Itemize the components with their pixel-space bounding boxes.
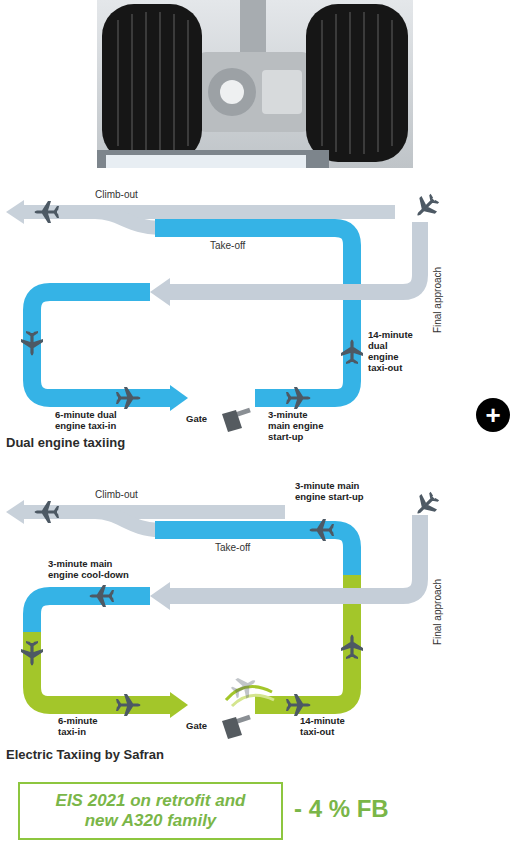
electric-taxi-band [32, 632, 172, 705]
right-tire [306, 4, 408, 162]
stage-label: 14-minute dual engine taxi-out [368, 330, 420, 374]
flow-label: Take-off [215, 542, 250, 554]
section-title: Dual engine taxiing [6, 436, 125, 451]
section-title: Electric Taxiing by Safran [6, 748, 164, 763]
dual-engine-loop [22, 212, 420, 398]
flow-label: Climb-out [95, 189, 138, 201]
gate-symbol [222, 717, 250, 739]
wheel-photo [97, 0, 413, 168]
gate-label: Gate [186, 721, 207, 732]
approach-band [168, 222, 420, 292]
stage-label: 6-minute taxi-in [58, 716, 114, 738]
arrow-head [6, 500, 24, 524]
tread [118, 12, 188, 154]
motor-gear [208, 68, 256, 116]
climb-out-band [22, 205, 395, 219]
flow-label: Climb-out [95, 489, 138, 501]
flow-label: Take-off [210, 240, 245, 252]
airplane-icons [21, 190, 443, 409]
tread [322, 12, 392, 154]
engine-taxi-band [32, 292, 172, 398]
stage-label: 14-minute taxi-out [300, 716, 360, 738]
gate-symbol [222, 410, 250, 432]
stage-label: 3-minute main engine start-up [268, 410, 332, 443]
airplane-icons [21, 488, 443, 716]
engine-taxi-band [32, 596, 150, 634]
motor-hub [220, 80, 244, 104]
climb-out-band [22, 505, 285, 519]
plus-symbol: + [476, 398, 510, 432]
stand [97, 150, 329, 168]
arrow-head [6, 200, 24, 224]
motor-case [262, 70, 302, 114]
arrow-head [170, 692, 188, 718]
flow-label: Final approach [432, 579, 444, 645]
engine-taxi-band [155, 228, 352, 398]
arrow-head [170, 385, 188, 411]
photo-ground [97, 0, 413, 168]
circle-fill [476, 398, 510, 432]
stand-screen [106, 155, 306, 168]
take-off-band [95, 512, 160, 530]
info-box: EIS 2021 on retrofit and new A320 family [18, 782, 283, 840]
motor-housing [198, 52, 310, 132]
left-tire [102, 4, 202, 162]
electric-taxi-loop [22, 512, 420, 706]
savings-figure: - 4 % FB [294, 795, 389, 823]
node-text: EIS 2021 on retrofit and new A320 family [54, 791, 247, 832]
stage-label: 3-minute main engine cool-down [48, 559, 140, 581]
gate-label: Gate [186, 414, 207, 425]
flow-label: Final approach [432, 267, 444, 333]
arrow-head [150, 582, 170, 610]
arrow-head [150, 278, 170, 306]
approach-band [168, 515, 420, 596]
stage-label: 6-minute dual engine taxi-in [55, 410, 137, 432]
stage-label: 3-minute main engine start-up [295, 481, 373, 503]
node-text: + [485, 402, 500, 428]
take-off-band [95, 212, 160, 228]
